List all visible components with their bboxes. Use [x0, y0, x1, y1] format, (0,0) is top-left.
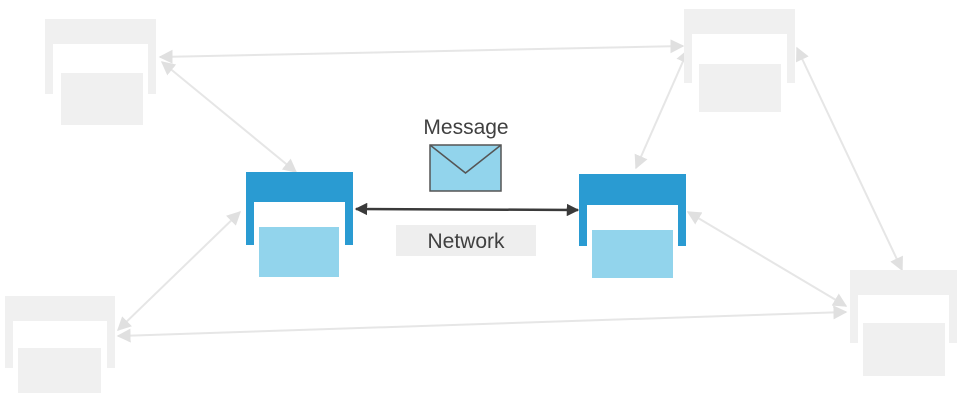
node-center-right	[579, 174, 686, 278]
link-topleft-topright	[158, 39, 685, 64]
link-centerleft-bottomleft	[116, 211, 242, 331]
node-bottom-left	[5, 296, 115, 393]
node-bottom-right	[850, 270, 957, 376]
link-topright-centerright	[634, 48, 690, 170]
network-label: Network	[427, 230, 505, 253]
node-top-right	[684, 9, 795, 112]
link-topright-bottomright	[796, 46, 903, 272]
node-top-left	[45, 19, 156, 125]
link-bottomleft-bottomright	[116, 305, 848, 343]
network-label-box	[396, 225, 536, 256]
faded-links	[116, 39, 903, 343]
link-centerright-bottomright	[686, 211, 848, 307]
link-topleft-centerleft	[160, 61, 298, 173]
network-link-arrow	[354, 202, 580, 217]
message-label: Message	[423, 116, 508, 139]
envelope-icon	[429, 144, 502, 192]
node-center-left	[246, 172, 353, 277]
